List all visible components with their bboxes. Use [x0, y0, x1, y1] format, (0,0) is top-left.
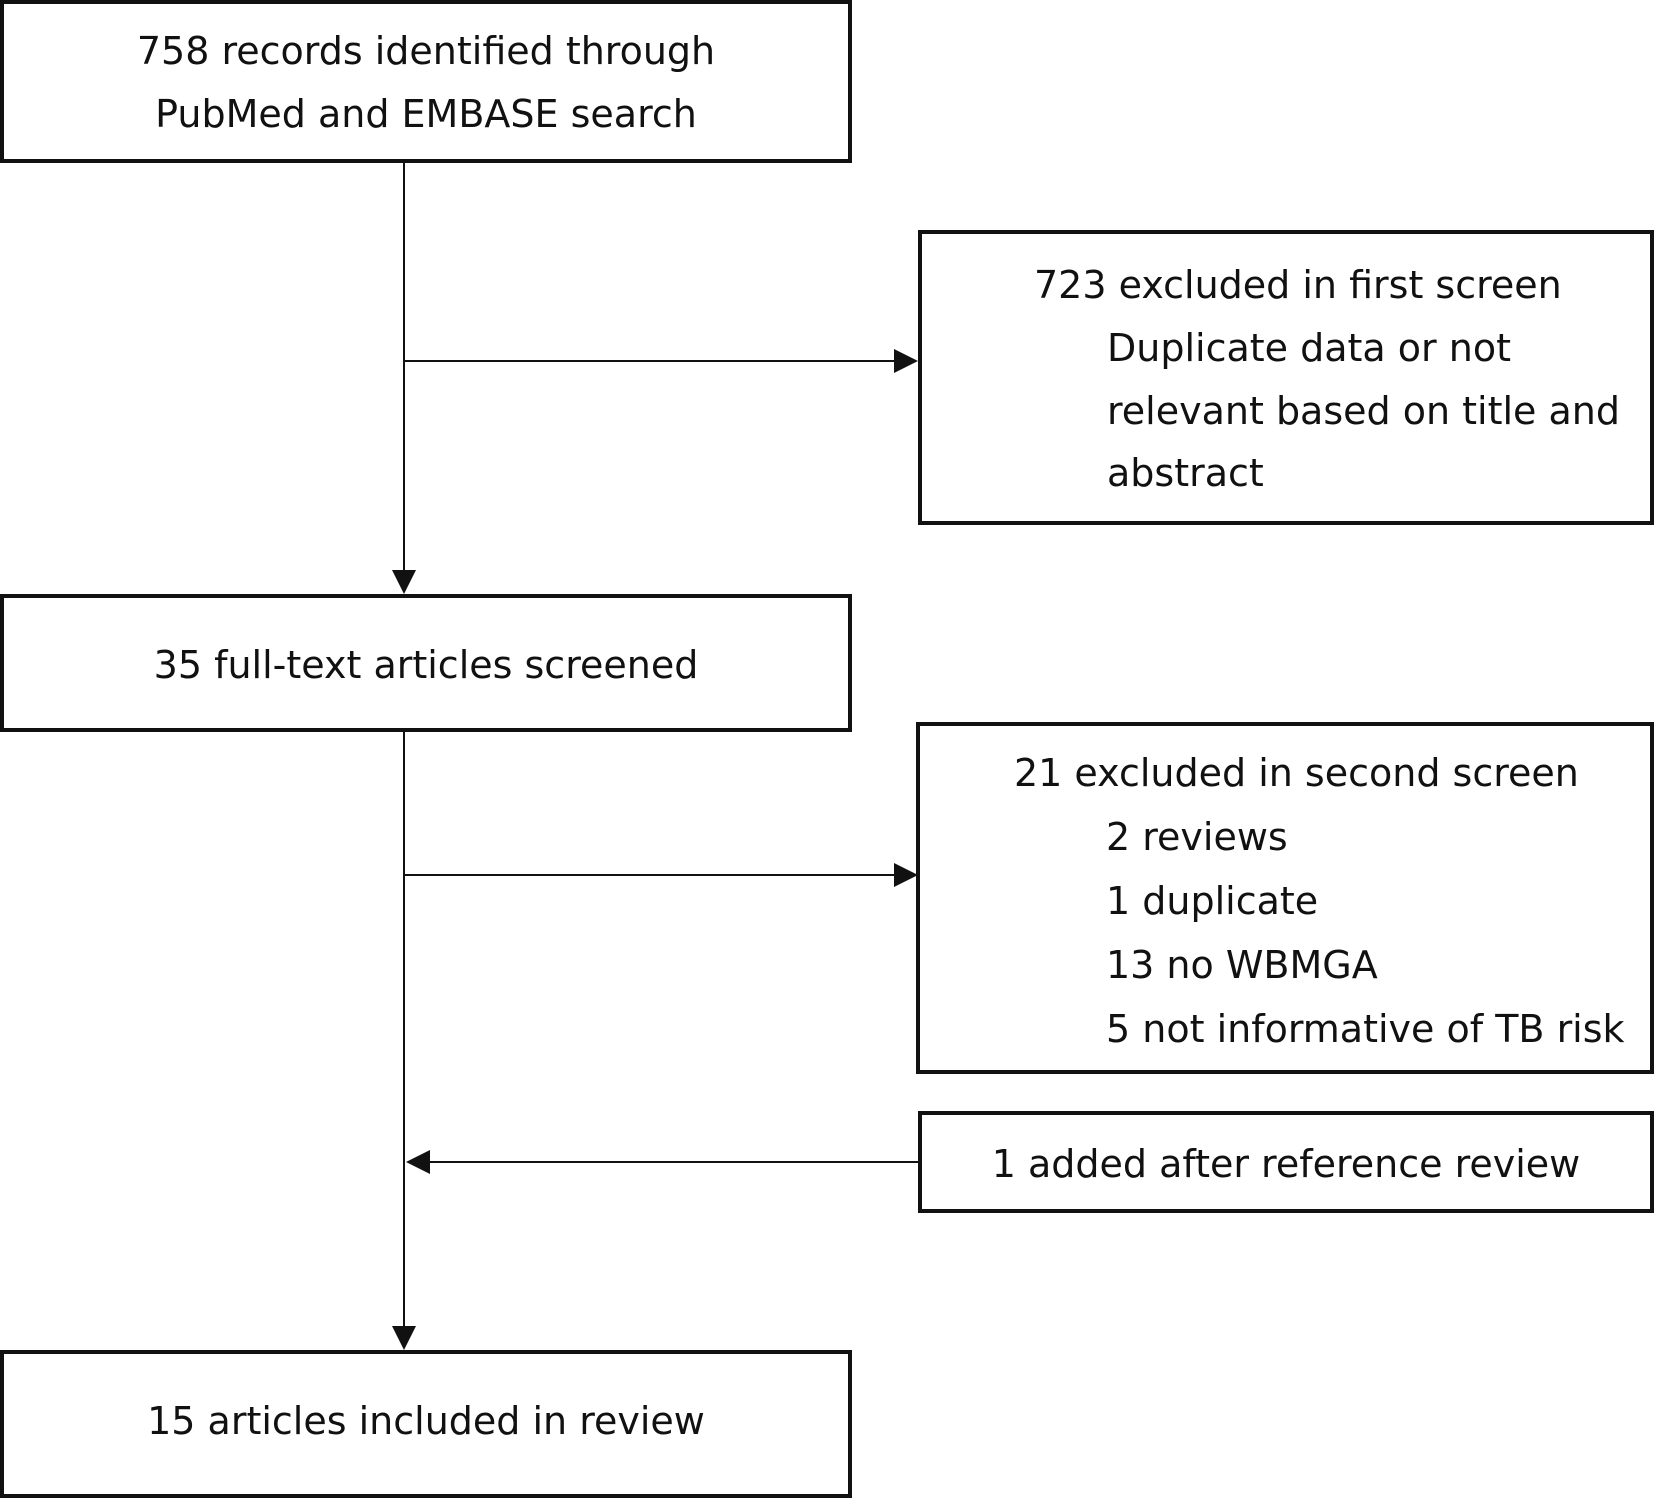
arrowhead-to-screened [392, 570, 416, 594]
records-identified-line-2: PubMed and EMBASE search [155, 92, 697, 136]
box-records-identified: 758 records identified through PubMed an… [0, 0, 852, 163]
full-text-screened-text: 35 full-text articles screened [153, 643, 699, 687]
arrowhead-from-added [406, 1150, 430, 1174]
first-exclusion-reason: Duplicate data or not [1107, 326, 1511, 370]
arrowhead-to-second-exclusion [894, 863, 918, 887]
arrowhead-to-first-exclusion [894, 349, 918, 373]
second-exclusion-reason: 2 reviews [1106, 815, 1288, 859]
added-after-review-text: 1 added after reference review [991, 1142, 1581, 1186]
first-exclusion-reason: abstract [1107, 451, 1264, 495]
first-exclusion-heading: 723 excluded in first screen [1034, 263, 1562, 307]
second-exclusion-heading: 21 excluded in second screen [1014, 751, 1579, 795]
first-exclusion-reason: relevant based on title and [1107, 389, 1620, 433]
box-included-in-review: 15 articles included in review [0, 1350, 852, 1498]
box-second-screen-exclusion: 21 excluded in second screen 2 reviews 1… [916, 722, 1654, 1074]
records-identified-line-1: 758 records identified through [136, 29, 716, 73]
second-exclusion-reason: 1 duplicate [1106, 879, 1319, 923]
included-in-review-text: 15 articles included in review [147, 1399, 705, 1443]
arrowhead-to-included [392, 1326, 416, 1350]
box-added-after-review: 1 added after reference review [918, 1111, 1654, 1213]
second-exclusion-reason: 5 not informative of TB risk [1106, 1007, 1625, 1051]
box-first-screen-exclusion: 723 excluded in first screen Duplicate d… [918, 230, 1654, 525]
box-full-text-screened: 35 full-text articles screened [0, 594, 852, 732]
second-exclusion-reason: 13 no WBMGA [1106, 943, 1378, 987]
